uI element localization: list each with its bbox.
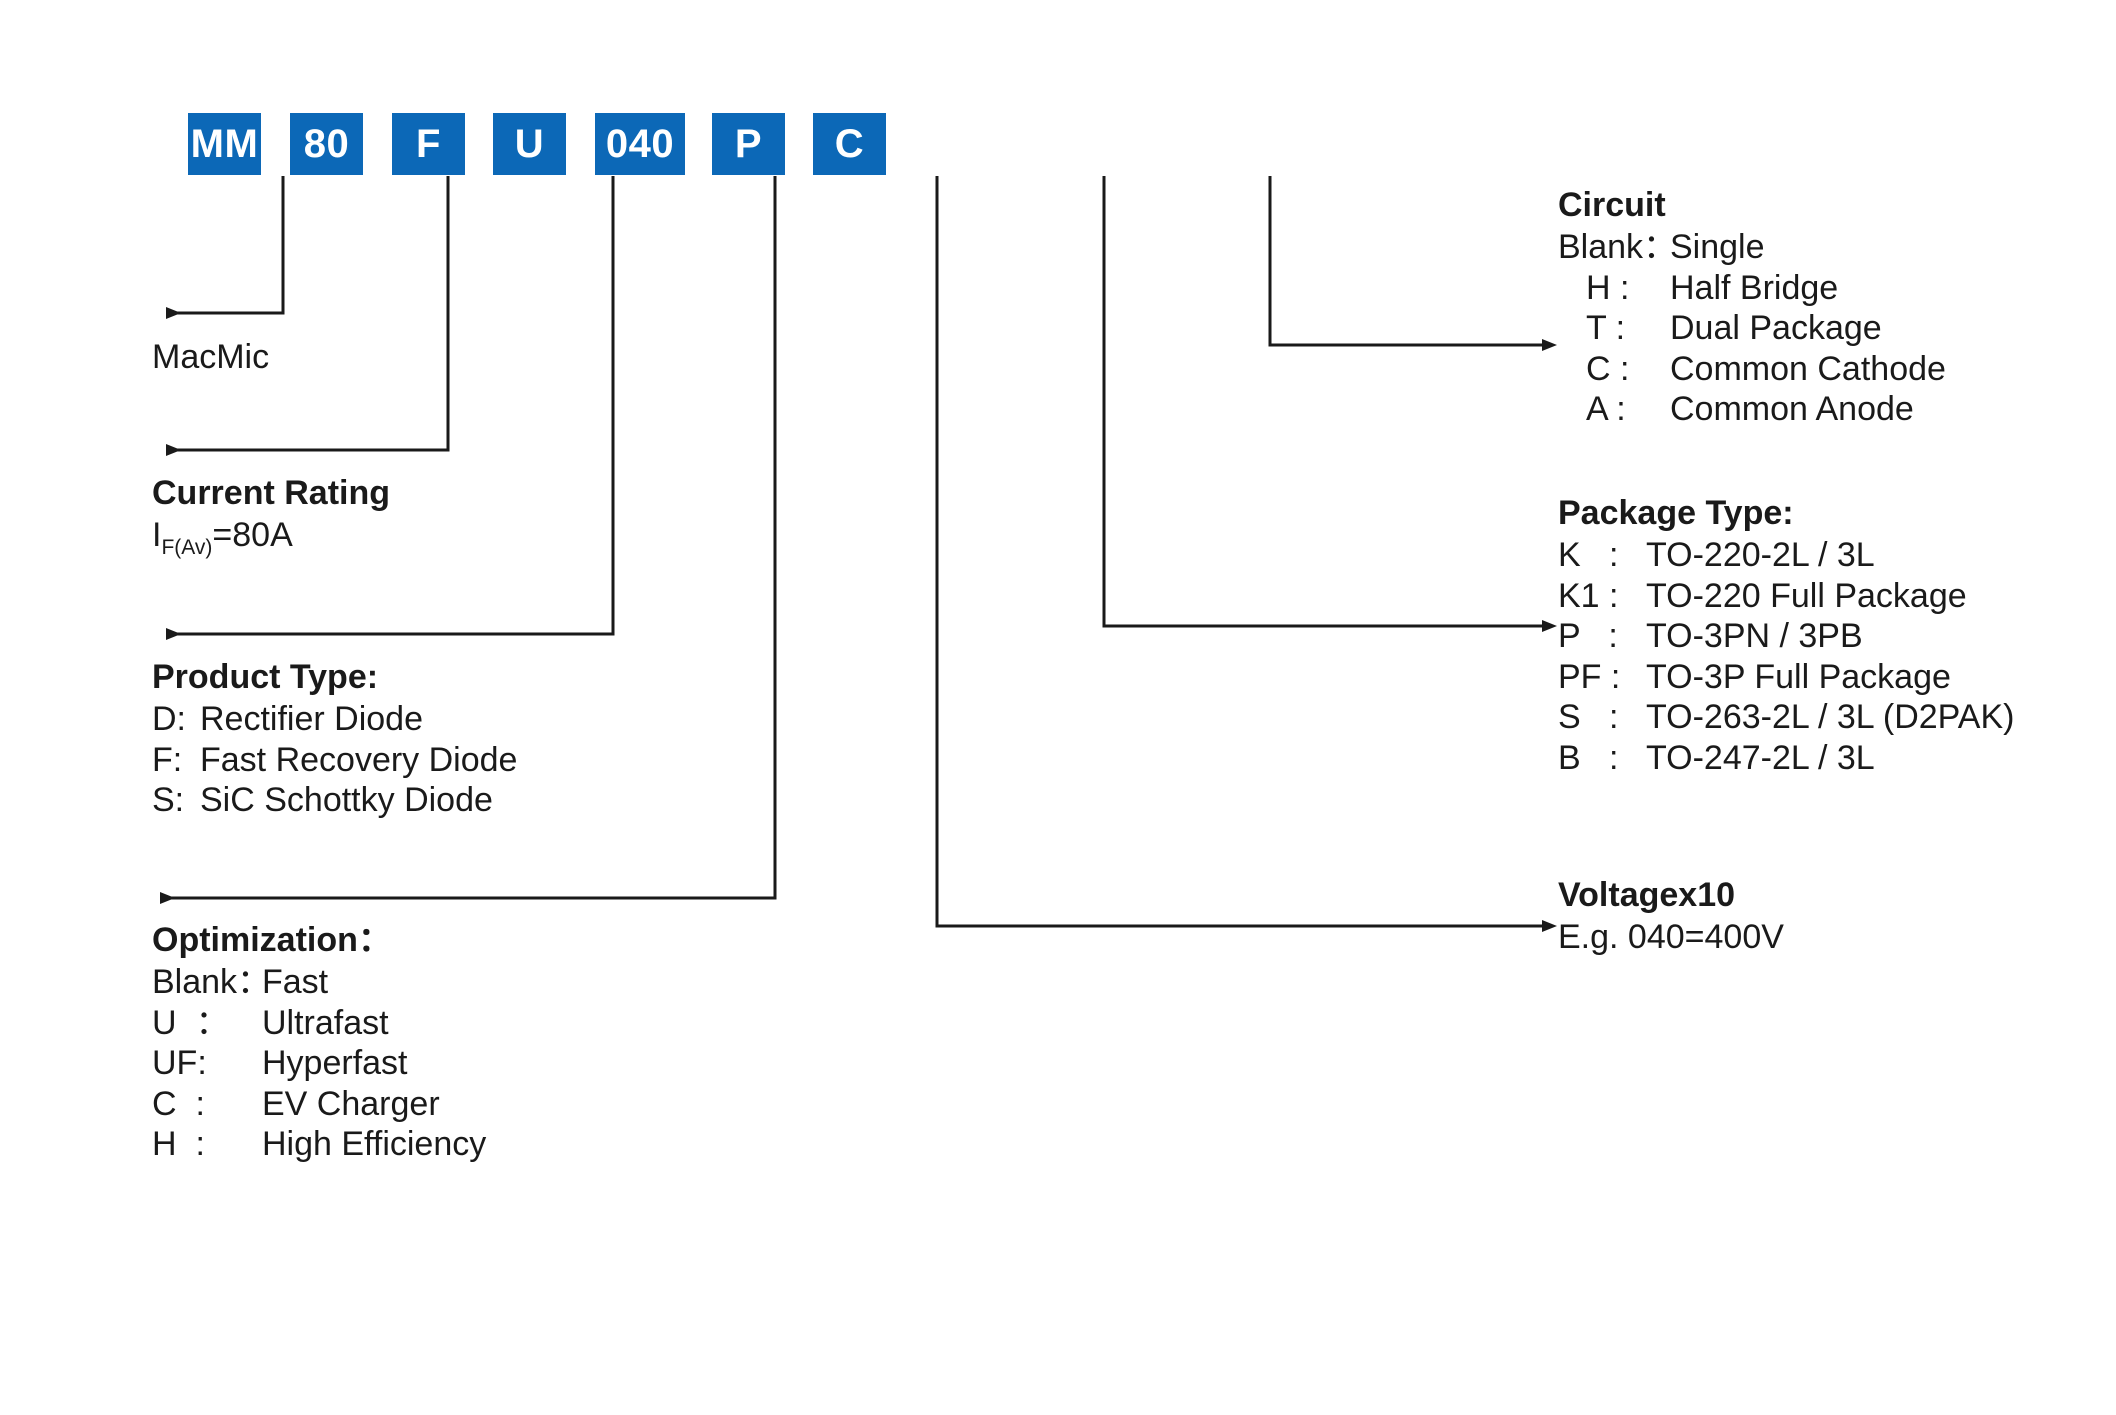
package-type-value: TO-220 Full Package bbox=[1646, 576, 1967, 615]
current-rating-value: IF(Av)=80A bbox=[152, 515, 390, 561]
optimization-row: U ： Ultrafast bbox=[152, 1003, 486, 1043]
code-box-f: F bbox=[392, 113, 465, 175]
package-type-value: TO-3P Full Package bbox=[1646, 657, 1951, 696]
optimization-value: EV Charger bbox=[262, 1084, 440, 1123]
product-type-block: Product Type: D: Rectifier Diode F: Fast R… bbox=[152, 657, 517, 821]
circuit-row: C : Common Cathode bbox=[1558, 349, 1946, 389]
product-type-value: Rectifier Diode bbox=[200, 700, 423, 739]
optimization-value: Hyperfast bbox=[262, 1044, 408, 1083]
package-type-row: P : TO-3PN / 3PB bbox=[1558, 616, 2015, 656]
package-type-value: TO-247-2L / 3L bbox=[1646, 738, 1875, 777]
circuit-value: Dual Package bbox=[1670, 309, 1882, 348]
package-type-key: PF : bbox=[1558, 657, 1621, 696]
circuit-key: T : bbox=[1586, 309, 1626, 348]
optimization-key: H : bbox=[152, 1125, 205, 1164]
product-type-key: S: bbox=[152, 781, 185, 820]
voltage-block: Voltagex10 E.g. 040=400V bbox=[1558, 875, 1784, 958]
code-box-mm: MM bbox=[188, 113, 261, 175]
package-type-key: B : bbox=[1558, 738, 1619, 777]
optimization-row: Blank：Fast bbox=[152, 962, 486, 1002]
code-box-p-label: P bbox=[734, 121, 763, 166]
optimization-value: Fast bbox=[262, 963, 329, 1002]
optimization-row: H : High Efficiency bbox=[152, 1124, 486, 1164]
current-rating-block: Current Rating IF(Av)=80A bbox=[152, 473, 390, 561]
current-symbol: I bbox=[152, 516, 162, 555]
circuit-row: Blank：Single bbox=[1558, 227, 1946, 267]
optimization-key: C : bbox=[152, 1084, 205, 1123]
package-type-block: Package Type: K : TO-220-2L / 3L K1 : TO-2… bbox=[1558, 493, 2015, 778]
package-type-row: PF : TO-3P Full Package bbox=[1558, 657, 2015, 697]
brand-block: MacMic bbox=[152, 337, 269, 377]
package-type-value: TO-3PN / 3PB bbox=[1646, 617, 1863, 656]
package-type-row: K : TO-220-2L / 3L bbox=[1558, 535, 2015, 575]
circuit-key: A : bbox=[1586, 390, 1626, 429]
optimization-block: Optimization： Blank：Fast U ： Ultrafast UF… bbox=[152, 920, 486, 1165]
current-subscript: F(Av) bbox=[161, 536, 213, 560]
product-type-key: D: bbox=[152, 700, 186, 739]
code-box-u-label: U bbox=[514, 121, 545, 166]
product-type-row: D: Rectifier Diode bbox=[152, 699, 517, 739]
voltage-header: Voltagex10 bbox=[1558, 876, 1736, 914]
product-type-key: F: bbox=[152, 740, 183, 779]
code-box-c-label: C bbox=[834, 121, 865, 166]
package-type-key: S : bbox=[1558, 698, 1619, 737]
package-type-key: K : bbox=[1558, 536, 1619, 575]
optimization-value: High Efficiency bbox=[262, 1125, 487, 1164]
package-type-row: S : TO-263-2L / 3L (D2PAK) bbox=[1558, 697, 2015, 737]
connector-p-to-package-type bbox=[1102, 176, 1557, 632]
product-type-row: S: SiC Schottky Diode bbox=[152, 780, 517, 820]
optimization-value: Ultrafast bbox=[262, 1003, 389, 1042]
circuit-row: A : Common Anode bbox=[1558, 389, 1946, 429]
code-box-040-label: 040 bbox=[605, 121, 675, 166]
code-box-u: U bbox=[493, 113, 566, 175]
optimization-header: Optimization： bbox=[152, 921, 392, 959]
code-box-mm-label: MM bbox=[190, 121, 259, 166]
brand-label: MacMic bbox=[152, 338, 270, 376]
package-type-key: K1 : bbox=[1558, 576, 1619, 615]
circuit-value: Half Bridge bbox=[1670, 268, 1839, 307]
package-type-header: Package Type: bbox=[1558, 494, 1794, 532]
connector-80-to-current-rating bbox=[166, 176, 450, 456]
circuit-key: Blank： bbox=[1558, 228, 1678, 267]
product-type-value: Fast Recovery Diode bbox=[200, 740, 518, 779]
code-box-80-label: 80 bbox=[303, 121, 350, 166]
connector-c-to-circuit bbox=[1268, 176, 1557, 351]
product-type-value: SiC Schottky Diode bbox=[200, 781, 493, 820]
package-type-row: B : TO-247-2L / 3L bbox=[1558, 738, 2015, 778]
circuit-value: Single bbox=[1670, 228, 1765, 267]
circuit-header: Circuit bbox=[1558, 186, 1666, 224]
optimization-key: U ： bbox=[152, 1003, 230, 1042]
package-type-key: P : bbox=[1558, 617, 1618, 656]
optimization-row: C : EV Charger bbox=[152, 1084, 486, 1124]
optimization-row: UF: Hyperfast bbox=[152, 1043, 486, 1083]
product-type-header: Product Type: bbox=[152, 658, 379, 696]
circuit-row: T : Dual Package bbox=[1558, 308, 1946, 348]
connector-f-to-product-type bbox=[166, 176, 615, 640]
current-rating-header: Current Rating bbox=[152, 474, 390, 512]
code-box-040: 040 bbox=[595, 113, 685, 175]
optimization-key: UF: bbox=[152, 1044, 207, 1083]
package-type-value: TO-263-2L / 3L (D2PAK) bbox=[1646, 698, 2015, 737]
code-box-80: 80 bbox=[290, 113, 363, 175]
circuit-value: Common Cathode bbox=[1670, 349, 1946, 388]
voltage-example: E.g. 040=400V bbox=[1558, 918, 1784, 957]
connector-mm-to-brand bbox=[166, 176, 285, 319]
circuit-block: Circuit Blank：Single H : Half Bridge T : D… bbox=[1558, 185, 1946, 430]
code-box-c: C bbox=[813, 113, 886, 175]
optimization-key: Blank： bbox=[152, 963, 272, 1002]
code-box-f-label: F bbox=[416, 121, 441, 166]
circuit-key: H : bbox=[1586, 268, 1630, 307]
circuit-key: C : bbox=[1586, 349, 1630, 388]
circuit-row: H : Half Bridge bbox=[1558, 268, 1946, 308]
current-equals-value: =80A bbox=[212, 516, 293, 555]
product-type-row: F: Fast Recovery Diode bbox=[152, 740, 517, 780]
package-type-row: K1 : TO-220 Full Package bbox=[1558, 576, 2015, 616]
circuit-value: Common Anode bbox=[1670, 390, 1914, 429]
connector-040-to-voltage bbox=[935, 176, 1557, 932]
package-type-value: TO-220-2L / 3L bbox=[1646, 536, 1875, 575]
code-box-p: P bbox=[712, 113, 785, 175]
